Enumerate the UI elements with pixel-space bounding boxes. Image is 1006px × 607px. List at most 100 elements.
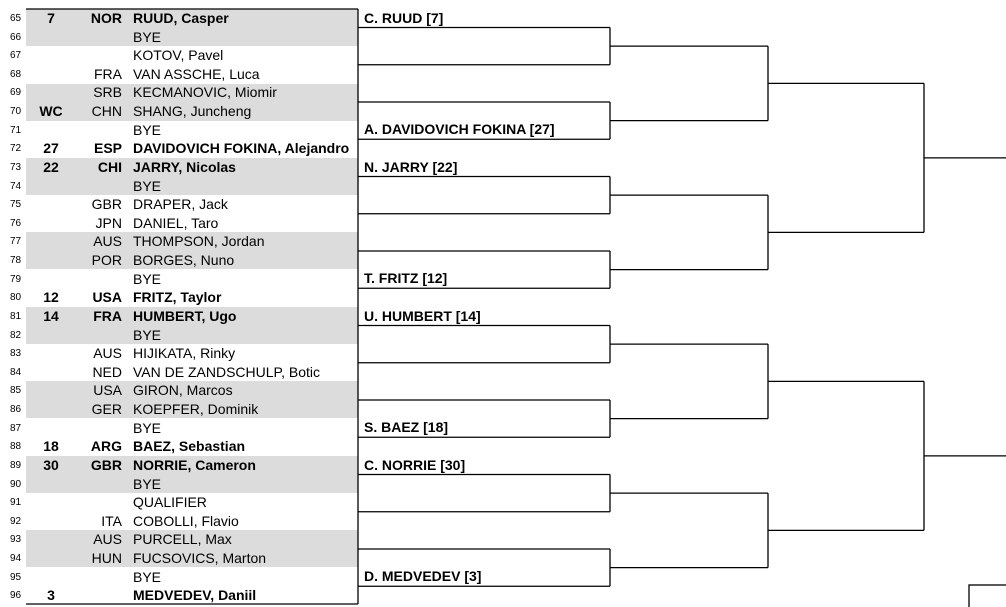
draw-position: 90 xyxy=(10,478,22,490)
country-code: NED xyxy=(92,363,122,380)
draw-position: 79 xyxy=(10,273,22,285)
draw-position: 66 xyxy=(10,31,22,43)
player-name[interactable]: HIJIKATA, Rinky xyxy=(133,345,236,362)
draw-position: 71 xyxy=(10,124,22,136)
player-name[interactable]: FRITZ, Taylor xyxy=(133,289,222,306)
draw-position: 88 xyxy=(10,441,22,453)
second-round-name[interactable]: N. JARRY [22] xyxy=(364,158,458,175)
seed-label: 30 xyxy=(43,456,59,473)
draw-position: 77 xyxy=(10,236,22,248)
draw-line: 79 BYE xyxy=(0,270,358,289)
player-name[interactable]: BYE xyxy=(133,326,162,343)
draw-line: 66 BYE xyxy=(0,28,358,47)
country-code: FRA xyxy=(93,307,122,324)
country-code: CHN xyxy=(91,103,122,120)
second-round-name[interactable]: C. RUUD [7] xyxy=(364,9,444,26)
draw-position: 86 xyxy=(10,404,22,416)
country-code: AUS xyxy=(93,345,122,362)
country-code: NOR xyxy=(90,10,122,26)
draw-position: 89 xyxy=(10,459,22,471)
draw-position: 69 xyxy=(10,87,22,99)
player-name[interactable]: KOEPFER, Dominik xyxy=(133,401,259,418)
player-name[interactable]: BYE xyxy=(133,270,162,287)
player-name[interactable]: VAN DE ZANDSCHULP, Botic xyxy=(133,363,320,380)
seed-label: 7 xyxy=(47,10,55,26)
country-code: CHI xyxy=(97,158,122,175)
draw-position: 72 xyxy=(10,143,22,155)
player-name[interactable]: KECMANOVIC, Miomir xyxy=(133,84,277,101)
draw-line: 69 SRB KECMANOVIC, Miomir xyxy=(0,83,358,102)
player-name[interactable]: BYE xyxy=(133,121,162,138)
draw-position: 67 xyxy=(10,50,22,62)
player-name[interactable]: JARRY, Nicolas xyxy=(133,158,236,175)
player-name[interactable]: BYE xyxy=(133,475,162,492)
draw-position: 92 xyxy=(10,515,22,527)
player-name[interactable]: THOMPSON, Jordan xyxy=(133,233,265,250)
draw-position: 76 xyxy=(10,217,22,229)
player-name[interactable]: DANIEL, Taro xyxy=(133,214,219,231)
player-name[interactable]: HUMBERT, Ugo xyxy=(133,307,237,324)
country-code: USA xyxy=(92,289,122,306)
row-shade xyxy=(26,84,358,121)
player-name[interactable]: VAN ASSCHE, Luca xyxy=(133,65,260,82)
country-code: SRB xyxy=(93,84,122,101)
player-name[interactable]: BAEZ, Sebastian xyxy=(133,438,246,455)
draw-position: 96 xyxy=(10,590,22,602)
second-round-name[interactable]: U. HUMBERT [14] xyxy=(364,307,481,324)
player-name[interactable]: NORRIE, Cameron xyxy=(133,456,256,473)
player-name[interactable]: MEDVEDEV, Daniil xyxy=(133,587,257,604)
draw-position: 73 xyxy=(10,161,22,173)
country-code: HUN xyxy=(91,549,122,566)
player-name[interactable]: SHANG, Juncheng xyxy=(133,103,252,120)
player-name[interactable]: RUUD, Casper xyxy=(133,10,229,26)
player-name[interactable]: BORGES, Nuno xyxy=(133,252,235,269)
player-name[interactable]: KOTOV, Pavel xyxy=(133,47,224,64)
second-round-name[interactable]: S. BAEZ [18] xyxy=(364,419,449,436)
second-round-name[interactable]: C. NORRIE [30] xyxy=(364,456,466,473)
player-name[interactable]: PURCELL, Max xyxy=(133,531,232,548)
player-name[interactable]: DAVIDOVICH FOKINA, Alejandro xyxy=(133,140,350,157)
player-name[interactable]: GIRON, Marcos xyxy=(133,382,233,399)
row-shade xyxy=(26,381,358,418)
player-name[interactable]: FUCSOVICS, Marton xyxy=(133,549,267,566)
draw-line: 95 BYE xyxy=(0,568,358,587)
draw-position: 82 xyxy=(10,329,22,341)
second-round-name[interactable]: A. DAVIDOVICH FOKINA [27] xyxy=(364,121,555,138)
country-code: ARG xyxy=(90,438,122,455)
draw-line: 90 BYE xyxy=(0,475,358,494)
seed-label: WC xyxy=(39,103,63,120)
draw-position: 78 xyxy=(10,255,22,267)
second-round-name[interactable]: T. FRITZ [12] xyxy=(364,270,448,287)
player-name[interactable]: BYE xyxy=(133,568,162,585)
country-code: GBR xyxy=(91,196,122,213)
partial-frame xyxy=(968,584,1006,607)
player-name[interactable]: BYE xyxy=(133,28,162,45)
country-code: ESP xyxy=(93,140,122,157)
player-name[interactable]: BYE xyxy=(133,419,162,436)
player-name[interactable]: COBOLLI, Flavio xyxy=(133,512,239,529)
player-name[interactable]: DRAPER, Jack xyxy=(133,196,228,213)
draw-line: 65 7 NOR RUUD, Casper xyxy=(0,9,358,28)
row-shade xyxy=(26,158,358,195)
draw-position: 65 xyxy=(10,13,22,24)
draw-position: 81 xyxy=(10,310,22,322)
player-name[interactable]: BYE xyxy=(133,177,162,194)
second-round-name[interactable]: D. MEDVEDEV [3] xyxy=(364,568,482,585)
country-code: GBR xyxy=(90,456,122,473)
player-name[interactable]: QUALIFIER xyxy=(133,494,207,511)
draw-line: 82 BYE xyxy=(0,326,358,345)
draw-position: 95 xyxy=(10,571,22,583)
